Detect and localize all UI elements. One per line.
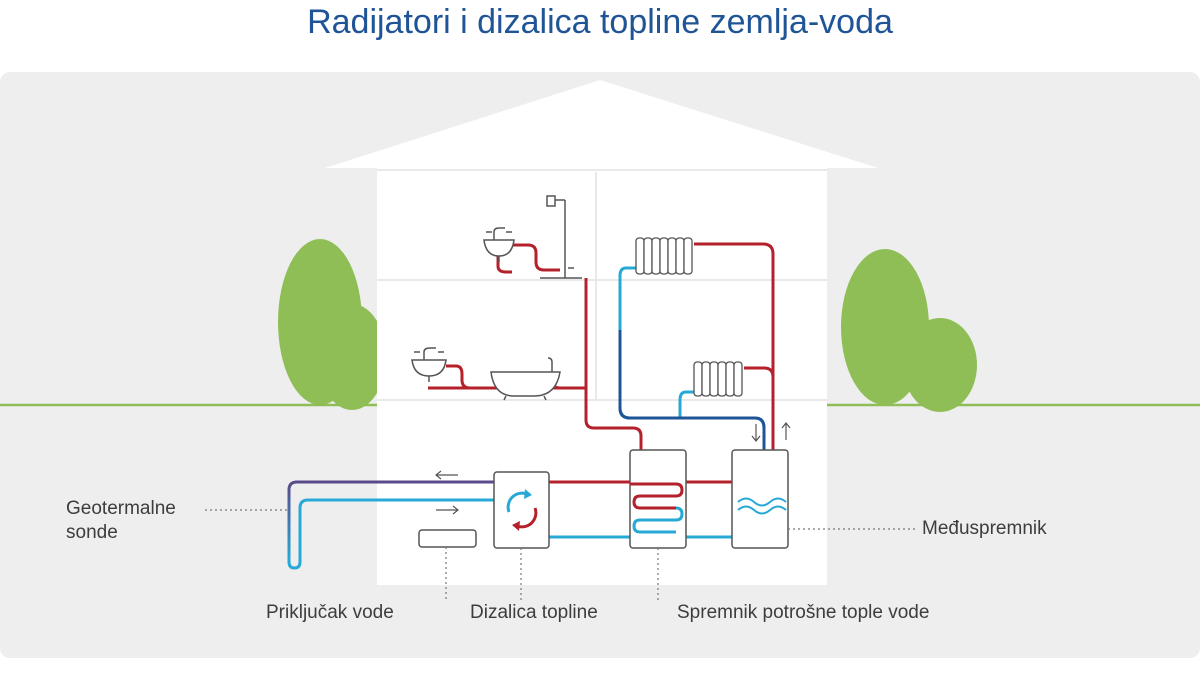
bathtub-icon: [490, 357, 561, 401]
radiator-icon: [693, 361, 743, 397]
radiator-supply-pipe: [694, 242, 775, 450]
radiator-supply-lower: [744, 366, 775, 378]
label-geothermal-line1: Geotermalne: [66, 498, 176, 519]
label-water-connection: Priključak vode: [266, 602, 394, 623]
right-trees: [841, 249, 977, 412]
label-leader-lines: [205, 509, 915, 600]
left-trees: [278, 239, 386, 410]
shower-icon: [540, 195, 582, 279]
flow-arrow-icon: [435, 470, 459, 515]
page-title: Radijatori i dizalica topline zemlja-vod…: [307, 3, 893, 41]
geothermal-probe: [287, 480, 494, 562]
label-heat-pump: Dizalica topline: [470, 602, 598, 623]
radiator-return-lower: [678, 390, 694, 418]
buffer-tank-icon: [731, 449, 789, 549]
label-geothermal-line2: sonde: [66, 522, 118, 543]
water-connection-icon: [418, 529, 477, 548]
label-buffer-tank: Međuspremnik: [922, 518, 1047, 539]
radiator-icon: [635, 237, 693, 275]
hot-water-tank-icon: [629, 449, 687, 549]
sink-icon: [411, 347, 447, 382]
geothermal-probe-return: [298, 498, 494, 562]
buffer-flow-arrow-icon: [751, 422, 791, 442]
label-geothermal-probes: Geotermalne sonde: [66, 497, 176, 545]
hot-water-upper-sink: [496, 255, 512, 274]
label-hot-water-tank: Spremnik potrošne tople vode: [677, 602, 930, 623]
geothermal-probe-bottom: [287, 561, 302, 570]
house: [325, 80, 878, 585]
return-pipe-overlay: [618, 330, 766, 450]
heat-pump-icon: [493, 471, 550, 549]
hot-water-upper-bath: [511, 243, 560, 272]
hot-water-riser: [584, 278, 643, 450]
sink-icon: [483, 227, 515, 262]
